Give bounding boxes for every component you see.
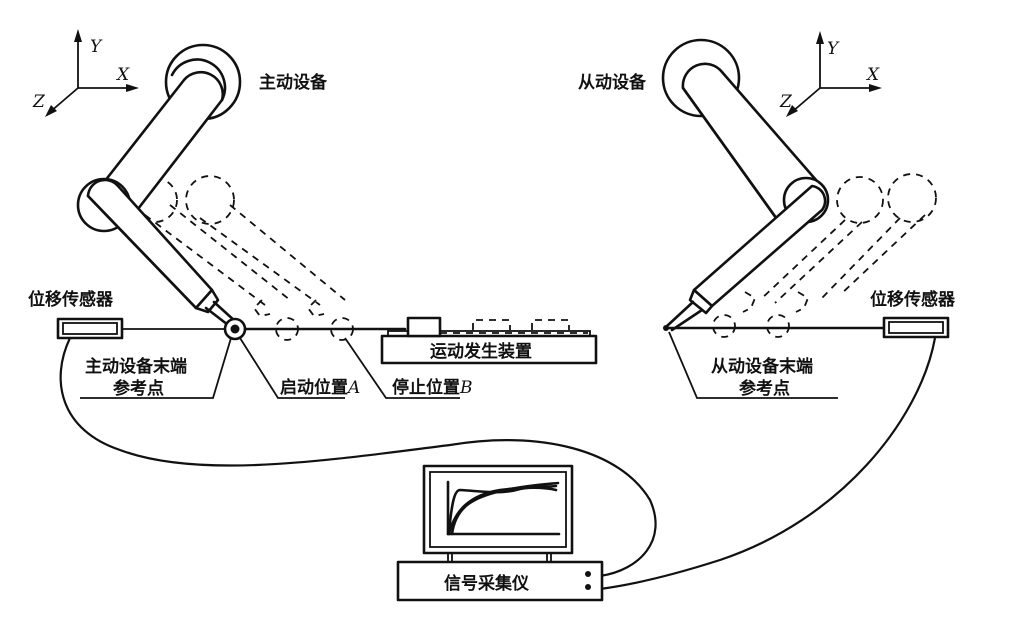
- slave-end-ref-label-line1: 从动设备末端: [711, 356, 813, 377]
- motion-generator-device: [380, 316, 598, 365]
- motion-generator-label: 运动发生装置: [430, 341, 532, 362]
- master-end-ref-label-line2: 参考点: [113, 378, 164, 399]
- right-z-axis: [791, 87, 821, 113]
- master-end-ref-leader: [80, 337, 232, 399]
- right-z-label: Z: [779, 92, 793, 112]
- slave-device-title: 从动设备: [578, 72, 647, 93]
- right-y-arrow-icon: [816, 31, 824, 44]
- master-end-ref-label-line1: 主动设备末端: [85, 356, 187, 377]
- left-x-label: X: [115, 65, 130, 85]
- right-displacement-sensor: [882, 316, 950, 339]
- left-sensor-signal-cable: [59, 337, 657, 578]
- left-z-arrow-icon: [45, 105, 57, 117]
- right-x-label: X: [865, 65, 880, 85]
- slave-forearm-link: [692, 184, 827, 308]
- left-y-arrow-icon: [74, 29, 82, 42]
- slave-end-ref-label-line2: 参考点: [739, 378, 790, 399]
- input-port-2: [585, 584, 591, 590]
- master-arm: [76, 43, 354, 341]
- left-z-axis: [49, 87, 79, 113]
- right-z-arrow-icon: [786, 105, 798, 117]
- right-sensor-label: 位移传感器: [870, 289, 956, 310]
- acquisition-base-unit: [396, 560, 604, 602]
- master-forearm-link: [86, 178, 214, 310]
- left-z-label: Z: [32, 92, 46, 112]
- acquisition-monitor: [422, 464, 574, 555]
- right-x-arrow-icon: [869, 84, 882, 92]
- left-sensor-label: 位移传感器: [28, 289, 114, 310]
- stop-position-label: 停止位置B: [392, 377, 473, 398]
- start-position-leader: [239, 337, 345, 399]
- acquisition-label: 信号采集仪: [444, 573, 530, 594]
- slave-arm-ghost-positions: [712, 173, 937, 338]
- input-port-1: [585, 571, 591, 577]
- monitor-curve-slave: [450, 481, 560, 536]
- right-y-label: Y: [827, 39, 840, 59]
- stop-position-leader: [344, 337, 460, 399]
- left-x-arrow-icon: [126, 84, 139, 92]
- left-displacement-sensor: [56, 317, 124, 340]
- slave-upper-link: [681, 62, 825, 224]
- slave-end-reference-point: [663, 325, 669, 331]
- slave-end-ref-leader: [668, 331, 838, 399]
- slave-arm: [661, 38, 937, 338]
- master-device-title: 主动设备: [259, 72, 328, 93]
- left-axes: Y X Z: [32, 29, 139, 117]
- right-sensor-signal-cable: [599, 337, 937, 591]
- signal-acquisition-instrument: [396, 464, 604, 602]
- motion-slider: [406, 316, 442, 338]
- start-position-label: 启动位置A: [280, 377, 360, 398]
- left-y-label: Y: [90, 37, 103, 57]
- right-axes: Y X Z: [779, 31, 882, 117]
